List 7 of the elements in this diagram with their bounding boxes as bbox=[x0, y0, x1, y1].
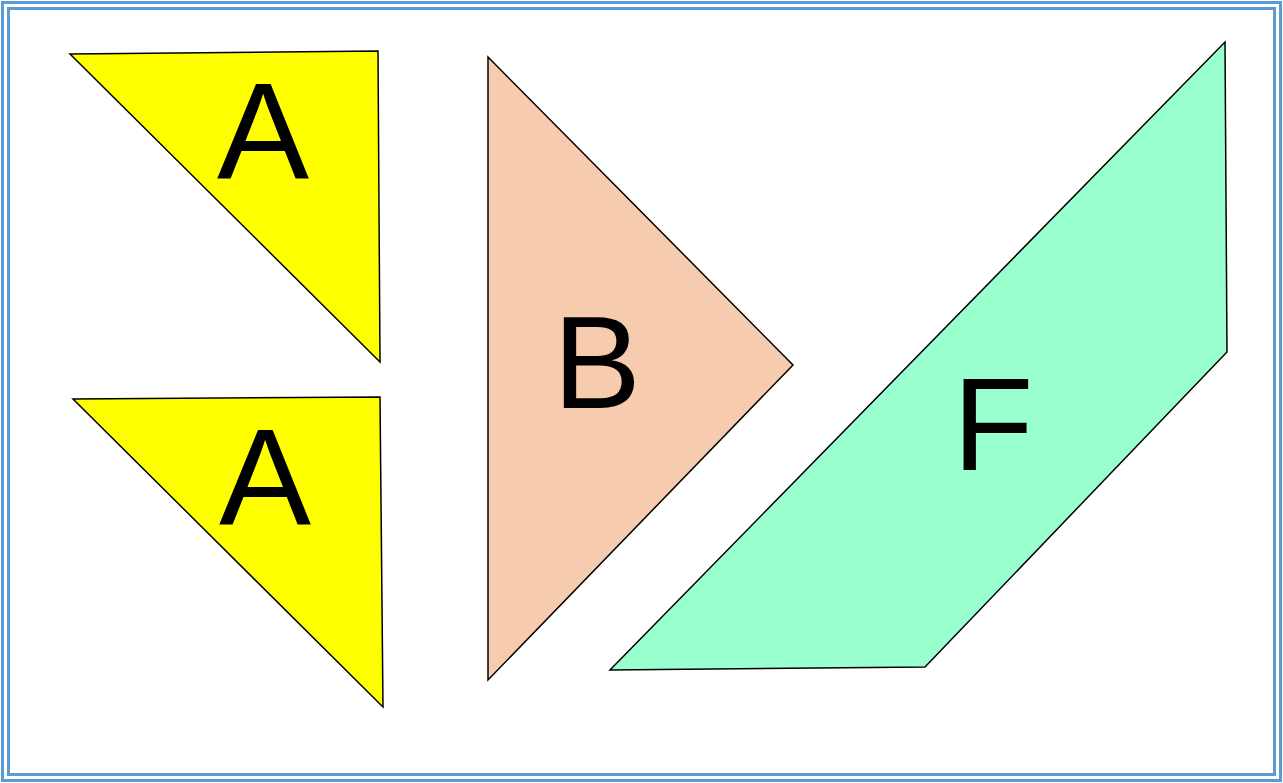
triangle-piece bbox=[73, 397, 383, 707]
triangle-piece bbox=[70, 51, 380, 362]
piece-letter: A bbox=[217, 62, 309, 200]
piece-letter: F bbox=[952, 359, 1034, 491]
triangle-piece bbox=[488, 57, 793, 680]
piece-letter: B bbox=[553, 297, 641, 429]
piece-letter: A bbox=[219, 408, 311, 546]
